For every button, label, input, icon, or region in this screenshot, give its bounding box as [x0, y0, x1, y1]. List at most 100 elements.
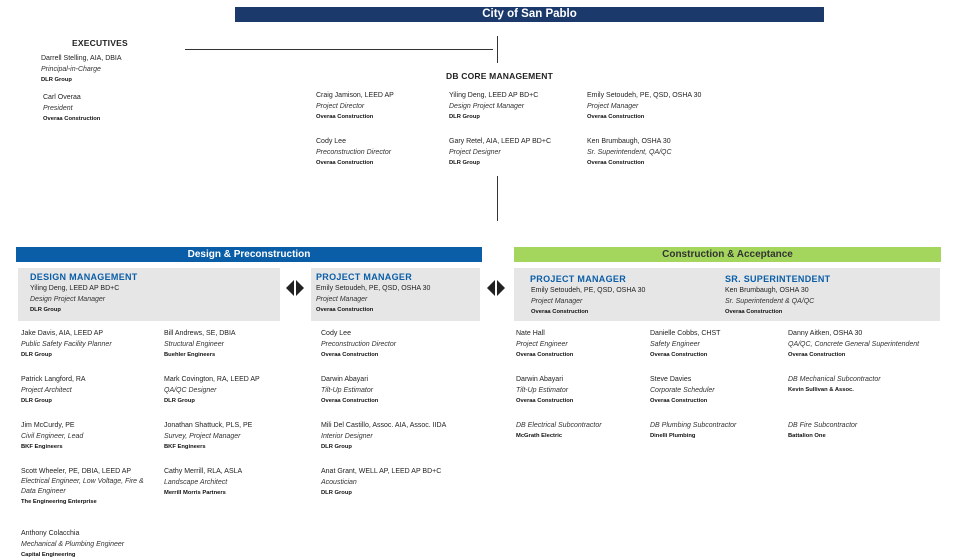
person-org: Buehler Engineers [164, 352, 216, 358]
superintendent-heading: SR. SUPERINTENDENT [725, 274, 831, 284]
person-name: Scott Wheeler, PE, DBIA, LEED AP [21, 468, 132, 475]
person-name: Emily Setoudeh, PE, QSD, OSHA 30 [316, 285, 431, 292]
design-management-box [18, 268, 280, 321]
person-name: Steve Davies [650, 376, 692, 383]
person-title: Project Manager [316, 296, 368, 303]
construction-leads-box [514, 268, 940, 321]
core-management-heading: DB CORE MANAGEMENT [446, 71, 554, 81]
person-org: BKF Engineers [21, 444, 63, 450]
person-title: Civil Engineer, Lead [21, 433, 84, 440]
person-title: President [43, 105, 73, 112]
executives-heading: EXECUTIVES [72, 38, 128, 48]
design-management-heading: DESIGN MANAGEMENT [30, 272, 138, 282]
person-title: Electrical Engineer, Low Voltage, Fire &… [21, 478, 144, 495]
person-card: Mili Del Castillo, Assoc. AIA, Assoc. II… [321, 420, 446, 453]
person-card: Ken Brumbaugh, OSHA 30 Sr. Superintendent… [725, 285, 814, 318]
person-org: DLR Group [30, 307, 61, 313]
person-title: QA/QC Designer [164, 387, 217, 394]
person-title: Project Manager [531, 298, 583, 305]
person-title: Project Manager [587, 103, 639, 110]
person-name: Danielle Cobbs, CHST [650, 330, 721, 337]
person-org: Overaa Construction [725, 309, 783, 315]
person-title: DB Electrical Subcontractor [516, 422, 602, 429]
person-org: Overaa Construction [531, 309, 589, 315]
person-org: Overaa Construction [316, 307, 374, 313]
person-name: Ken Brumbaugh, OSHA 30 [725, 287, 809, 294]
person-name: Mili Del Castillo, Assoc. AIA, Assoc. II… [321, 422, 447, 429]
person-org: Overaa Construction [650, 398, 708, 404]
person-org: Merrill Morris Partners [164, 490, 226, 496]
person-name: Darwin Abayari [321, 376, 369, 383]
person-title: Sr. Superintendent & QA/QC [725, 298, 815, 305]
person-org: Overaa Construction [788, 352, 846, 358]
person-name: Anat Grant, WELL AP, LEED AP BD+C [321, 468, 442, 475]
person-org: Dinelli Plumbing [650, 433, 696, 439]
person-card: Danny Aitken, OSHA 30 QA/QC, Concrete Gen… [788, 328, 919, 361]
person-org: DLR Group [449, 114, 480, 120]
person-org: Overaa Construction [516, 352, 574, 358]
person-name: Yiling Deng, LEED AP BD+C [30, 285, 120, 292]
person-card: Anat Grant, WELL AP, LEED AP BD+C Acousti… [321, 466, 441, 499]
person-name: Emily Setoudeh, PE, QSD, OSHA 30 [587, 92, 702, 99]
person-org: DLR Group [21, 352, 52, 358]
person-name: Jonathan Shattuck, PLS, PE [164, 422, 253, 429]
person-title: Corporate Scheduler [650, 387, 715, 394]
person-name: Danny Aitken, OSHA 30 [788, 330, 863, 337]
person-org: Overaa Construction [516, 398, 574, 404]
person-name: Nate Hall [516, 330, 545, 337]
person-title: Survey, Project Manager [164, 433, 241, 440]
person-org: Capital Engineering [21, 552, 76, 558]
person-org: The Engineering Enterprise [21, 499, 97, 505]
connector-line [185, 49, 493, 50]
person-org: McGrath Electric [516, 433, 563, 439]
person-name: Cody Lee [321, 330, 351, 337]
person-title: Acoustician [321, 479, 357, 486]
construction-acceptance-bar: Construction & Acceptance [514, 247, 941, 262]
person-card: Emily Setoudeh, PE, QSD, OSHA 30 Project … [316, 283, 430, 316]
connector-line [497, 176, 498, 221]
person-title: QA/QC, Concrete General Superintendent [788, 341, 920, 348]
person-org: Overaa Construction [321, 398, 379, 404]
person-org: Overaa Construction [43, 116, 101, 122]
person-org: DLR Group [21, 398, 52, 404]
design-pm-box [311, 268, 480, 321]
person-org: DLR Group [41, 77, 72, 83]
design-preconstruction-bar: Design & Preconstruction [16, 247, 482, 262]
design-pm-heading: PROJECT MANAGER [316, 272, 413, 282]
person-title: Design Project Manager [449, 103, 525, 110]
person-name: Darrell Stelling, AIA, DBIA [41, 55, 122, 62]
person-title: Safety Engineer [650, 341, 700, 348]
person-org: Overaa Construction [587, 160, 645, 166]
person-title: Preconstruction Director [321, 341, 397, 348]
person-card: Emily Setoudeh, PE, QSD, OSHA 30 Project … [587, 90, 701, 123]
person-title: Landscape Architect [164, 479, 228, 486]
person-name: Ken Brumbaugh, OSHA 30 [587, 138, 671, 145]
person-org: Overaa Construction [321, 352, 379, 358]
person-card: Scott Wheeler, PE, DBIA, LEED AP Electric… [21, 466, 151, 508]
person-org: DLR Group [321, 490, 352, 496]
person-title: Tilt-Up Estimator [321, 387, 374, 394]
person-org: Overaa Construction [316, 160, 374, 166]
person-name: Jim McCurdy, PE [21, 422, 75, 429]
construction-pm-heading: PROJECT MANAGER [530, 274, 627, 284]
person-name: Craig Jamison, LEED AP [316, 92, 394, 99]
person-name: Carl Overaa [43, 94, 81, 101]
